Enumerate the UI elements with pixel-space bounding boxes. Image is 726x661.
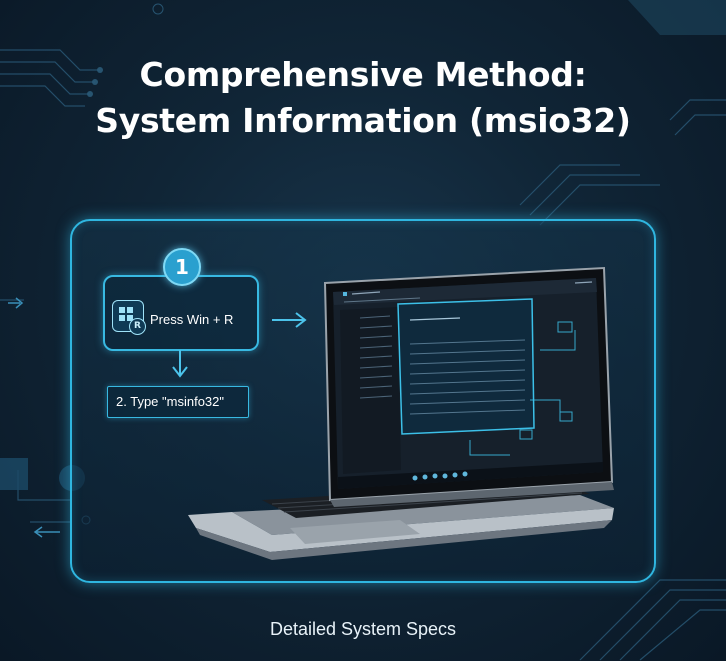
title-line-2: System Information (msio32) [95,101,631,140]
arrow-right-icon [272,312,307,328]
r-key-badge: R [129,318,146,335]
step-2-card: 2. Type "msinfo32" [107,386,249,418]
step-1-text: Press Win + R [150,312,234,327]
title-line-1: Comprehensive Method: [139,55,587,94]
step-1-number-badge: 1 [163,248,201,286]
page-title: Comprehensive Method: System Information… [0,52,726,144]
step-2-text: 2. Type "msinfo32" [116,394,224,409]
caption: Detailed System Specs [269,619,457,639]
arrow-down-icon [172,350,188,378]
